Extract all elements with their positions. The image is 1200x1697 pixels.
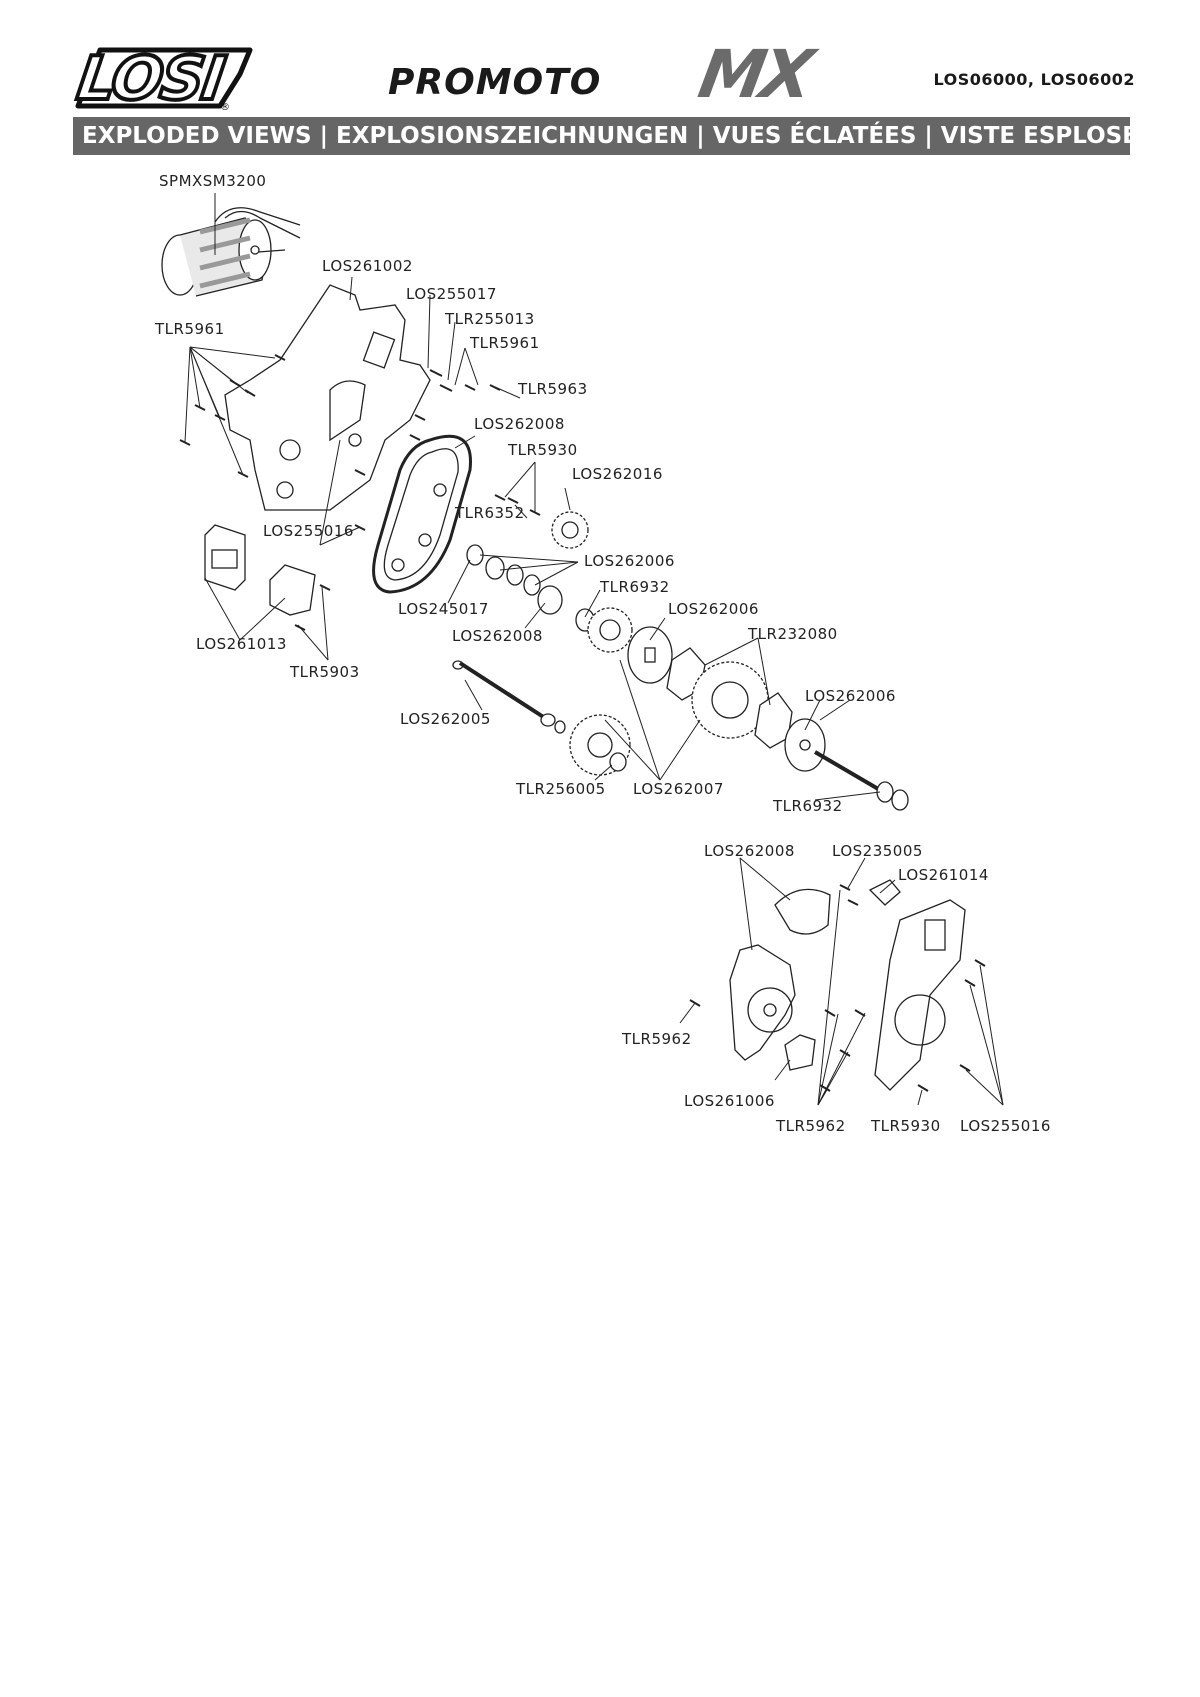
label-screw-b: TLR255013	[445, 310, 535, 328]
label-spacer-c: LOS262006	[668, 600, 759, 618]
exploded-view-drawing	[161, 193, 1004, 1106]
label-screw-left: TLR5961	[155, 320, 225, 338]
label-screw-d: TLR5963	[518, 380, 588, 398]
brand-wordmark: LOSI	[71, 42, 229, 116]
label-screw-i: TLR5962	[622, 1030, 692, 1048]
label-screw-g: TLR5903	[290, 663, 360, 681]
label-nut: TLR256005	[516, 780, 606, 798]
lower-gear-drawing	[569, 714, 631, 776]
label-screw-c: TLR5961	[470, 334, 540, 352]
label-screw-l: LOS255016	[960, 1117, 1051, 1135]
upper-gear-drawing	[587, 607, 633, 653]
label-gear-cover-top: LOS262008	[474, 415, 565, 433]
label-clutch: TLR232080	[748, 625, 838, 643]
exploded-view-diagram: SPMXSM3200 LOS261002 LOS255017 TLR255013…	[0, 160, 1200, 1160]
pinion-drawing	[551, 511, 589, 549]
label-gears: LOS262007	[633, 780, 724, 798]
label-post: LOS261006	[684, 1092, 775, 1110]
label-spacer-a: LOS262006	[584, 552, 675, 570]
label-bracket: LOS261014	[898, 866, 989, 884]
label-motor-plate: LOS261002	[322, 257, 413, 275]
label-screw-f: TLR6352	[455, 504, 525, 522]
product-suffix: MX	[693, 36, 816, 113]
esc-mount-drawing	[204, 524, 316, 616]
lower-assembly-drawing	[689, 879, 986, 1092]
registered-mark: ®	[220, 102, 230, 113]
clutch-plates-drawing	[627, 626, 909, 811]
label-cover-c: LOS262008	[704, 842, 795, 860]
label-spacer-d: LOS262006	[805, 687, 896, 705]
part-numbers: LOS06000, LOS06002	[933, 70, 1135, 89]
label-bearing-b: TLR6932	[773, 797, 843, 815]
product-name: PROMOTO	[388, 62, 602, 103]
section-banner: EXPLODED VIEWS | EXPLOSIONSZEICHNUNGEN |…	[73, 117, 1138, 155]
shaft-drawing	[452, 660, 566, 734]
losi-logo	[75, 47, 253, 109]
label-mount: LOS261013	[196, 635, 287, 653]
motor-drawing	[161, 207, 301, 297]
page-header: LOSI ® PROMOTO MX LOS06000, LOS06002	[0, 0, 1200, 116]
motor-plate-drawing	[224, 284, 431, 511]
label-screw-a: LOS255017	[406, 285, 497, 303]
label-cover-b: LOS262008	[452, 627, 543, 645]
label-screw-j: TLR5962	[776, 1117, 846, 1135]
label-screw-plate: LOS255016	[263, 522, 354, 540]
gear-cover-drawing	[372, 434, 472, 594]
label-shaft: LOS262005	[400, 710, 491, 728]
leader-lines-lower	[679, 857, 1004, 1106]
label-pinion: LOS262016	[572, 465, 663, 483]
label-screw-e: TLR5930	[508, 441, 578, 459]
label-motor: SPMXSM3200	[159, 172, 267, 190]
spacer-row-drawing	[466, 544, 595, 632]
label-screw-k: TLR5930	[871, 1117, 941, 1135]
label-bearing-a: TLR6932	[600, 578, 670, 596]
label-screw-h: LOS235005	[832, 842, 923, 860]
label-spacer-b: LOS245017	[398, 600, 489, 618]
leader-lines-upper	[184, 193, 881, 801]
